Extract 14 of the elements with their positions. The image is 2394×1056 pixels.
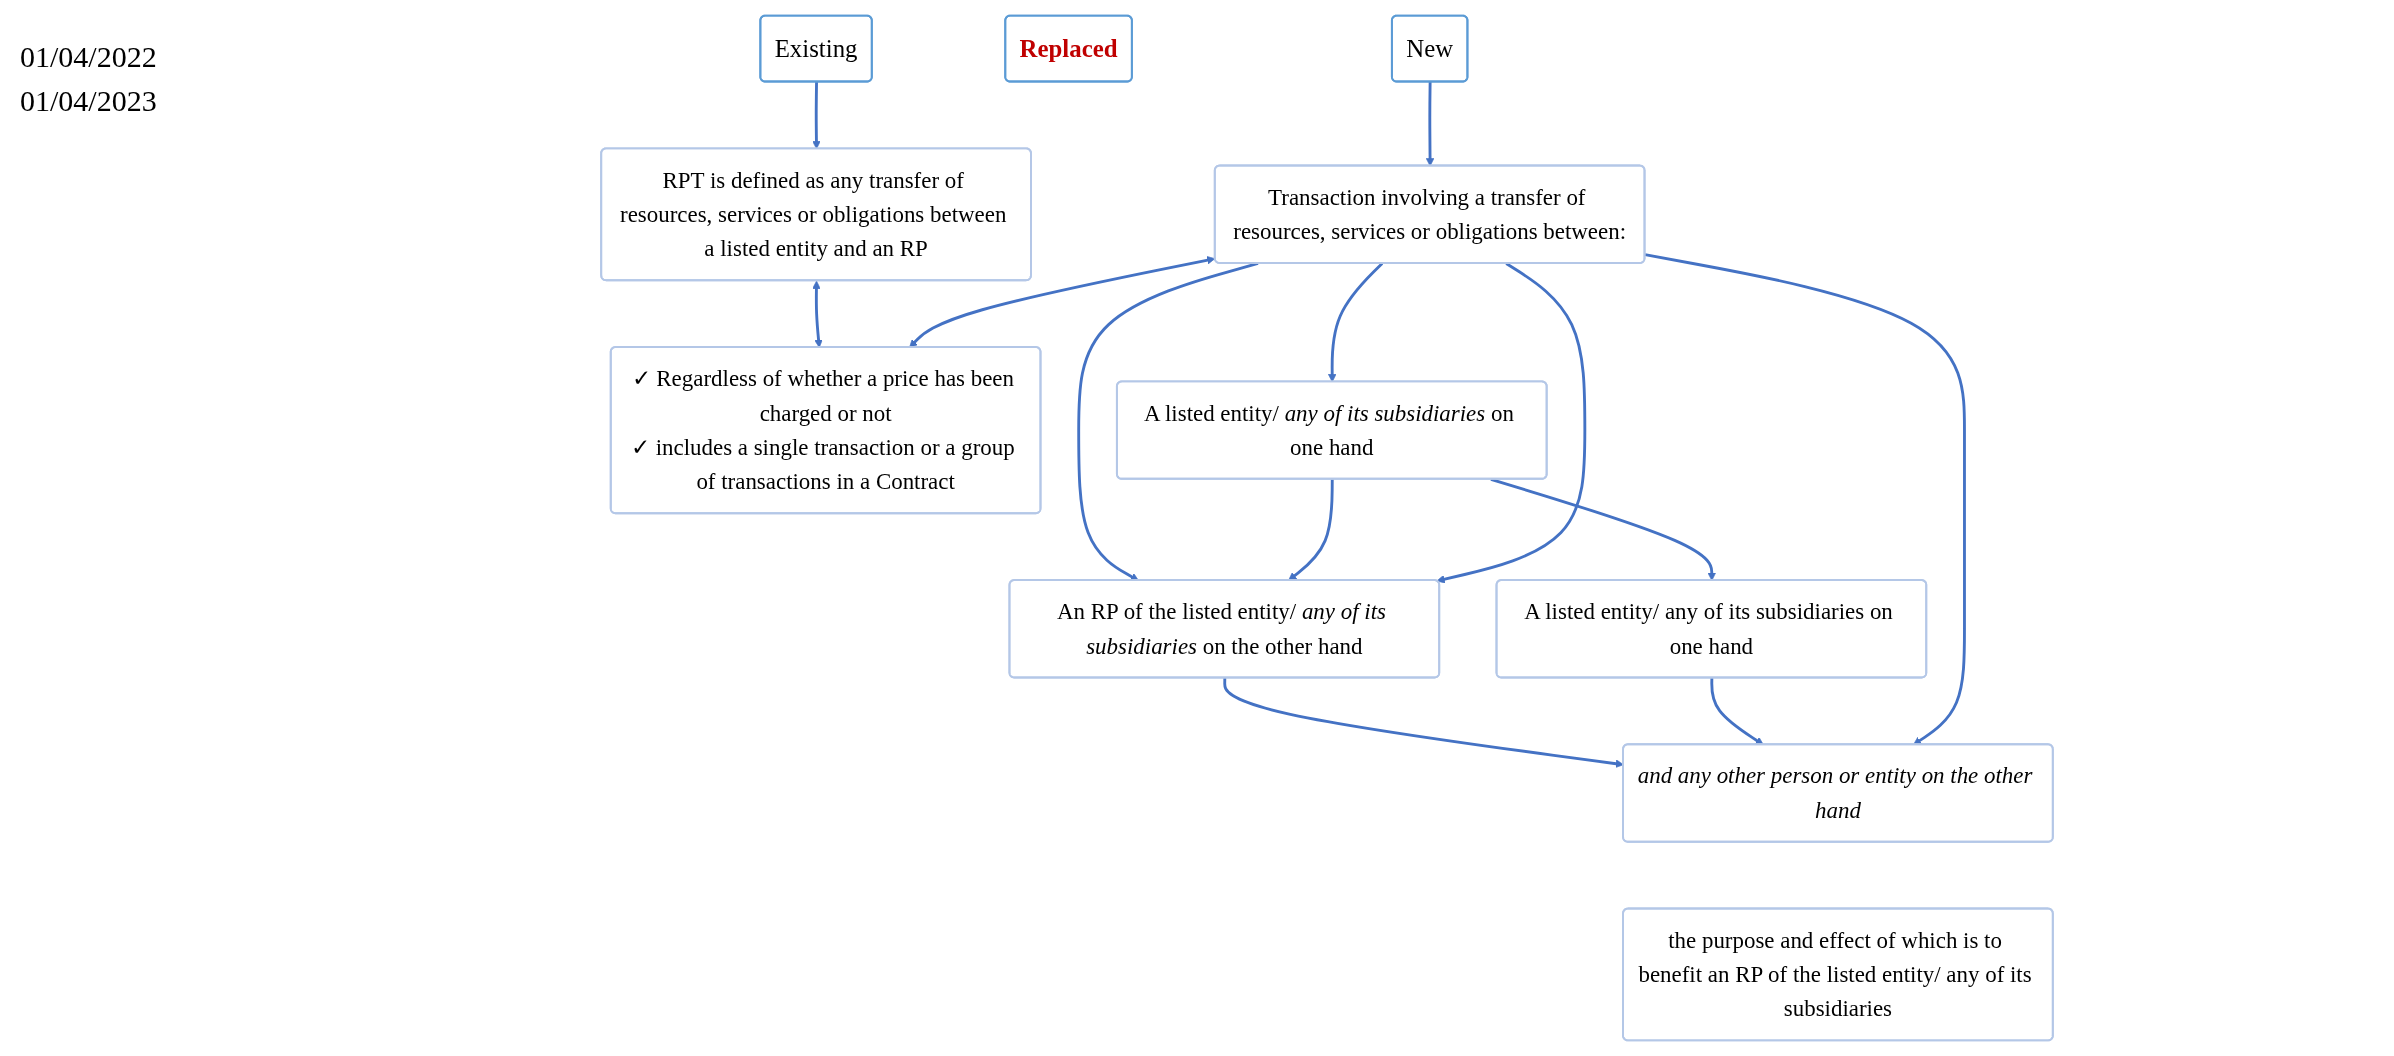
- arrow: [1710, 677, 1764, 746]
- arrow: [1223, 677, 1624, 768]
- arrow: [1644, 253, 1966, 746]
- date-label: 01/04/2023: [20, 84, 158, 118]
- arrow: [909, 256, 1216, 348]
- arrow: [1328, 262, 1384, 383]
- arrow: [1077, 262, 1259, 581]
- arrow: [1288, 479, 1334, 581]
- arrow: [812, 82, 821, 150]
- arrow: [812, 280, 823, 348]
- date-label: 01/04/2022: [20, 40, 158, 74]
- arrow: [1490, 477, 1716, 581]
- arrow: [1436, 262, 1587, 584]
- arrow: [1425, 82, 1435, 167]
